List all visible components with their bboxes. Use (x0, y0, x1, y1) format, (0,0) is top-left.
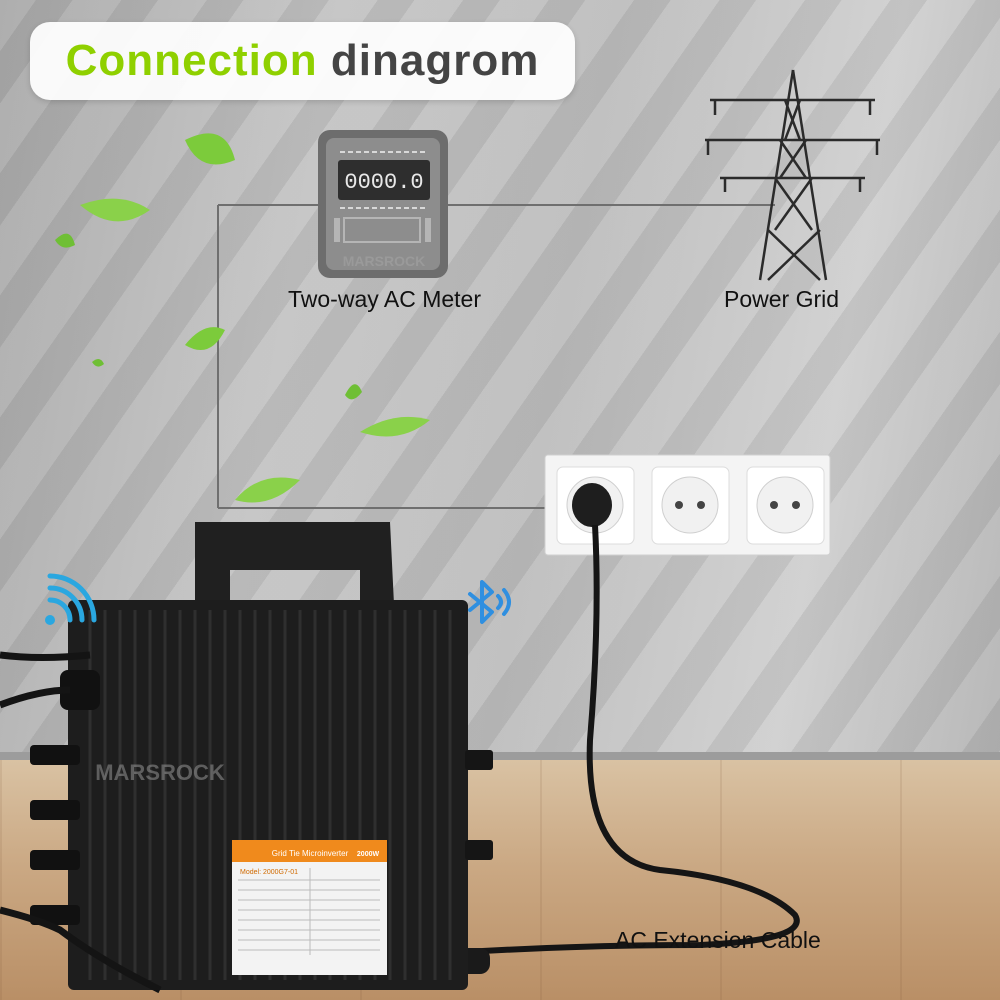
nameplate-title: Grid Tie Microinverter (272, 849, 349, 858)
grid-label: Power Grid (724, 286, 840, 312)
leaf-icon (55, 133, 430, 503)
meter-screen (338, 160, 430, 200)
baseboard (0, 752, 1000, 762)
wall-socket-panel (544, 454, 831, 556)
connection-wires (217, 204, 775, 509)
bluetooth-icon (468, 580, 511, 624)
title-banner (30, 22, 575, 100)
ac-extension-cable (149, 524, 800, 978)
title-part-2: dinagrom (330, 36, 540, 85)
ac-meter (318, 130, 448, 278)
microinverter (0, 522, 493, 994)
plug (572, 483, 612, 527)
cable-label: AC Extension Cable (615, 927, 821, 953)
meter-watermark: MARSROCK (343, 253, 425, 269)
wifi-icon (45, 573, 97, 625)
page-title: Connection dinagrom (30, 22, 575, 100)
meter-display: 0000.0 (344, 170, 423, 195)
nameplate-badge: 2000W (357, 851, 380, 858)
meter-label: Two-way AC Meter (288, 286, 481, 312)
inverter-watermark: MARSROCK (95, 760, 225, 785)
title-part-1: Connection (65, 36, 318, 85)
nameplate-model: Model: 2000G7-01 (240, 869, 298, 876)
power-tower-icon (705, 69, 880, 281)
